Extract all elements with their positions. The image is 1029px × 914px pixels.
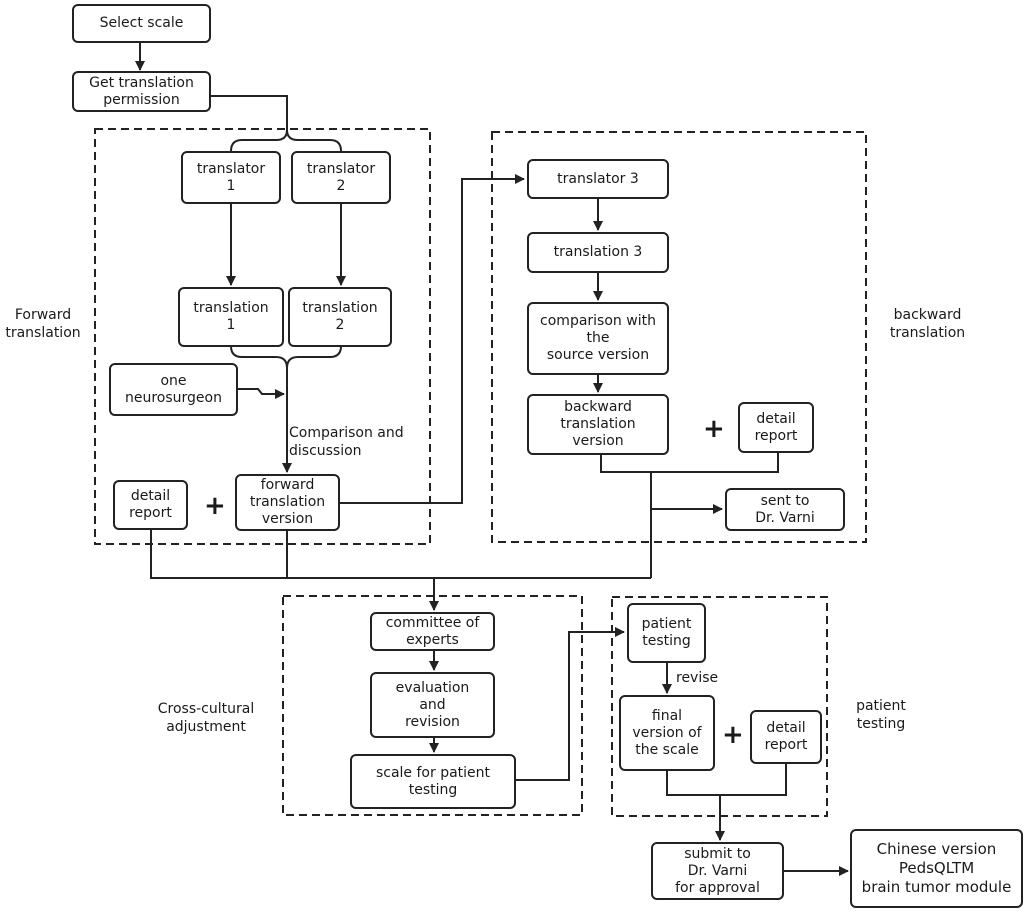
committee-box: committee of experts [370, 612, 495, 651]
comparison-source-box: comparison with the source version [527, 302, 669, 375]
detail-report-forward-box: detail report [113, 480, 188, 530]
sent-to-varni-box: sent to Dr. Varni [725, 488, 845, 531]
patient-section-frame [611, 596, 828, 817]
patient-testing-section-label: patient testing [856, 698, 906, 732]
get-permission-box: Get translation permission [72, 71, 211, 112]
backward-section-frame [491, 131, 867, 543]
neurosurgeon-box: one neurosurgeon [109, 363, 238, 416]
translator-2-box: translator 2 [291, 151, 391, 204]
detail-report-patient-box: detail report [750, 710, 822, 764]
plus-sign-forward: + [204, 491, 226, 521]
select-scale-box: Select scale [72, 4, 211, 43]
translation-1-box: translation 1 [178, 287, 284, 347]
final-version-box: final version of the scale [619, 695, 715, 771]
translator-3-box: translator 3 [527, 159, 669, 199]
cross-cultural-label: Cross-cultural adjustment [157, 701, 255, 735]
comparison-discussion-label: Comparison and discussion [289, 425, 404, 459]
detail-report-backward-box: detail report [738, 402, 814, 453]
plus-sign-patient: + [722, 720, 744, 750]
submit-approval-box: submit to Dr. Varni for approval [651, 842, 784, 900]
translation-2-box: translation 2 [288, 287, 392, 347]
patient-testing-box: patient testing [627, 603, 706, 663]
forward-translation-version-box: forward translation version [235, 474, 340, 531]
revise-label: revise [676, 670, 719, 686]
evaluation-revision-box: evaluation and revision [370, 672, 495, 738]
plus-sign-backward: + [703, 414, 725, 444]
translator-1-box: translator 1 [181, 151, 281, 204]
chinese-version-box: Chinese version PedsQLTM brain tumor mod… [850, 829, 1023, 908]
forward-translation-label: Forward translation [5, 307, 81, 341]
forward-section-frame [94, 128, 431, 545]
scale-patient-testing-box: scale for patient testing [350, 754, 516, 809]
cross-cultural-section-frame [282, 595, 583, 816]
translation-3-box: translation 3 [527, 232, 669, 273]
backward-translation-version-box: backward translation version [527, 394, 669, 455]
backward-translation-label: backward translation [889, 307, 966, 341]
